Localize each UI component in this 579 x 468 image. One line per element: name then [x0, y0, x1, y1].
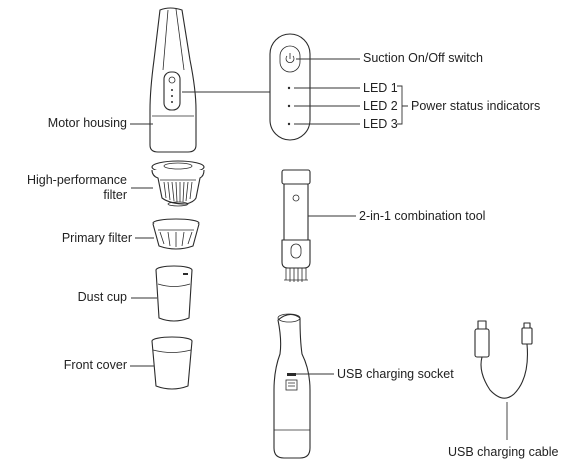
usb-cable-drawing [474, 320, 533, 399]
motor-housing-label: Motor housing [47, 116, 127, 130]
dust-cup-label: Dust cup [77, 290, 127, 304]
led2-label: LED 2 [363, 99, 398, 113]
usb-socket-label: USB charging socket [337, 367, 454, 381]
motor-housing-drawing [149, 7, 197, 153]
led-bracket [397, 85, 408, 125]
primary-filter-label: Primary filter [61, 231, 132, 245]
front-cover-drawing [151, 336, 193, 390]
power-icon [285, 53, 295, 64]
primary-filter-drawing [152, 218, 200, 250]
combination-tool-label: 2-in-1 combination tool [359, 209, 486, 223]
dust-cup-drawing [155, 265, 193, 322]
led1-label: LED 1 [363, 81, 398, 95]
led3-label: LED 3 [363, 117, 398, 131]
usb-cable-label: USB charging cable [448, 445, 559, 459]
hp-filter-drawing [151, 160, 205, 207]
vacuum-body-drawing [273, 313, 311, 459]
hp-filter-label-line2: filter [103, 188, 127, 202]
suction-switch-label: Suction On/Off switch [363, 51, 483, 65]
hp-filter-label-line1: High-performance [26, 173, 127, 187]
front-cover-label: Front cover [63, 358, 127, 372]
control-panel-drawing [269, 33, 311, 141]
power-status-label: Power status indicators [411, 99, 541, 113]
combination-tool-drawing [281, 169, 311, 282]
